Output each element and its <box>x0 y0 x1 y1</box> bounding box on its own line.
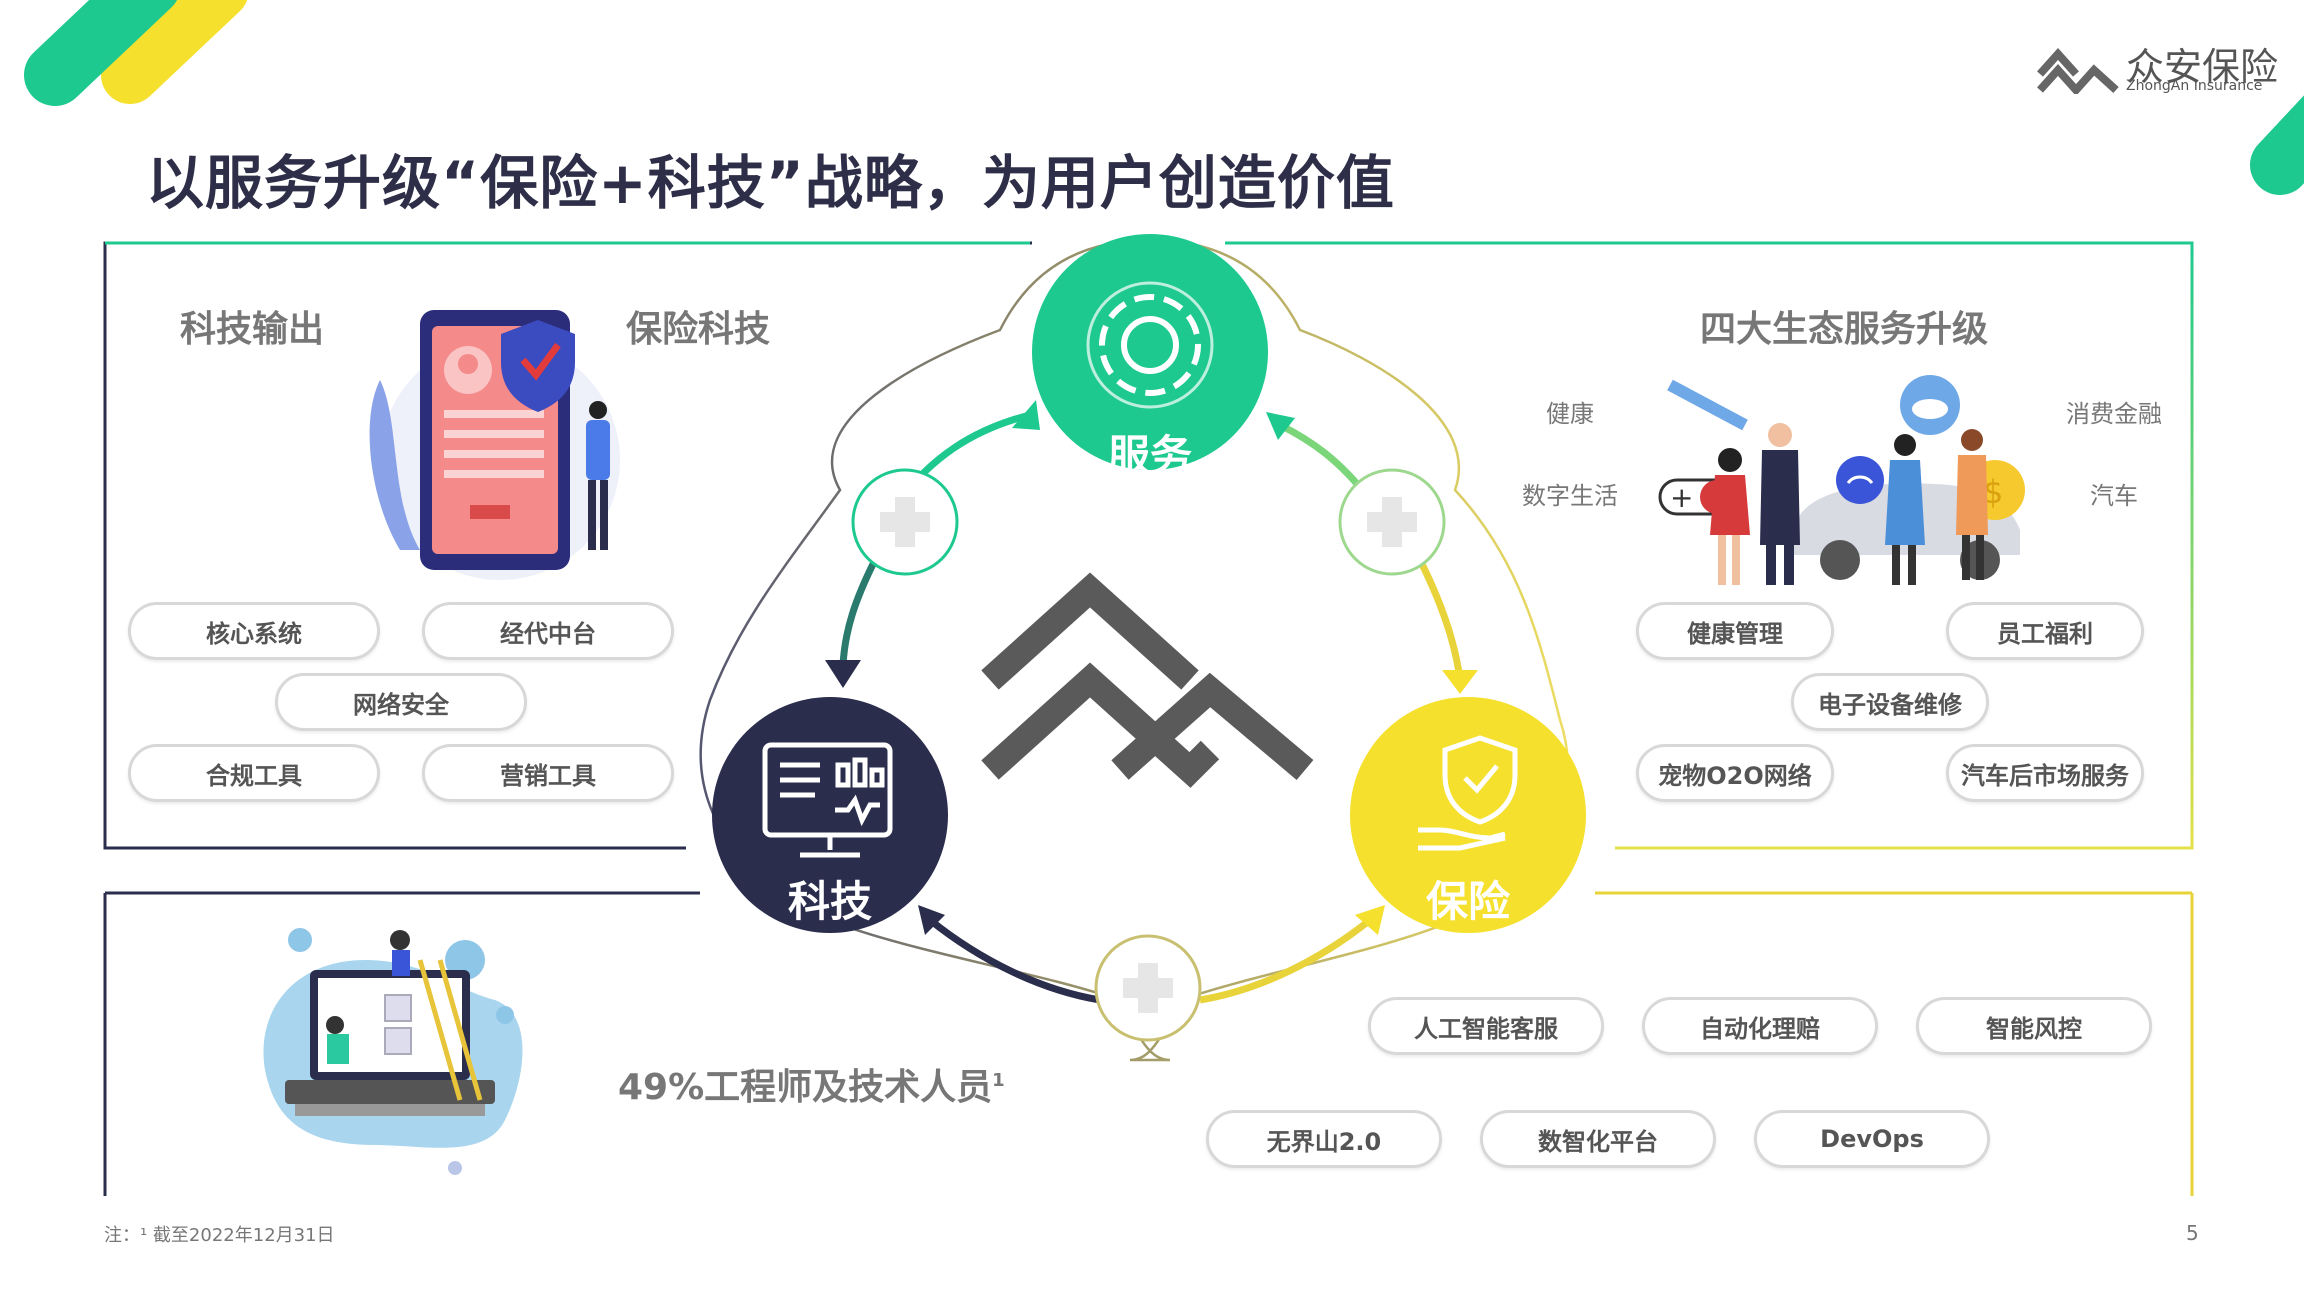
logo-subtitle: ZhongAn Insurance <box>2126 78 2263 94</box>
ecosystem-people-illustration: + $ <box>1658 375 2025 585</box>
pill-network-security: 网络安全 <box>275 673 527 731</box>
pill-auto-aftermarket: 汽车后市场服务 <box>1946 744 2144 802</box>
phone-shield-illustration <box>369 310 620 580</box>
eco-label-consumer-finance: 消费金融 <box>2066 400 2162 428</box>
pill-marketing-tools: 营销工具 <box>422 744 674 802</box>
footnote: 注：¹ 截至2022年12月31日 <box>104 1225 335 1246</box>
zhongan-logo-icon <box>2037 48 2119 94</box>
insurtech-label: 保险科技 <box>626 309 771 350</box>
pill-employee-benefits: 员工福利 <box>1946 602 2144 660</box>
pill-devops: DevOps <box>1754 1110 1990 1168</box>
footnote-marker: 1 <box>992 1070 1005 1091</box>
gear-icon <box>1086 281 1214 409</box>
pill-core-system: 核心系统 <box>128 602 380 660</box>
page-title: 以服务升级“保险+科技”战略，为用户创造价值 <box>146 149 1395 217</box>
engineer-laptop-illustration <box>263 928 523 1175</box>
tech-output-label: 科技输出 <box>180 309 325 350</box>
service-node <box>1032 234 1268 470</box>
pill-broker-platform: 经代中台 <box>422 602 674 660</box>
pill-health-management: 健康管理 <box>1636 602 1834 660</box>
eco-label-health: 健康 <box>1546 400 1594 428</box>
arrow-head <box>1012 400 1040 430</box>
service-node-label: 服务 <box>1107 431 1192 480</box>
svg-text:$: $ <box>1983 473 2003 511</box>
plus-icon <box>851 468 959 576</box>
logo-name: 众安保险 <box>2126 45 2279 89</box>
insurance-node-label: 保险 <box>1425 877 1510 926</box>
engineer-ratio-text: 49%工程师及技术人员 <box>618 1067 993 1108</box>
corner-decoration-right <box>2250 95 2304 195</box>
engineer-ratio-stat: 49%工程师及技术人员1 <box>618 1058 1005 1110</box>
pill-automated-claims: 自动化理赔 <box>1642 997 1878 1055</box>
plus-icon <box>1338 468 1446 576</box>
pill-risk-control: 智能风控 <box>1916 997 2152 1055</box>
eco-label-auto: 汽车 <box>2090 482 2138 510</box>
eco-label-digital-life: 数字生活 <box>1522 482 1618 510</box>
shield-hand-icon <box>1418 735 1518 851</box>
pill-wujieshan: 无界山2.0 <box>1206 1110 1442 1168</box>
pill-digital-platform: 数智化平台 <box>1480 1110 1716 1168</box>
svg-text:+: + <box>1670 481 1693 514</box>
pill-ai-customer-service: 人工智能客服 <box>1368 997 1604 1055</box>
eco-title: 四大生态服务升级 <box>1700 309 1989 350</box>
tech-node-label: 科技 <box>787 877 872 926</box>
plus-icon <box>1094 934 1202 1042</box>
page-number: 5 <box>2186 1221 2199 1245</box>
monitor-chart-icon <box>762 742 893 858</box>
center-logo-icon <box>981 572 1314 788</box>
pill-device-repair: 电子设备维修 <box>1791 673 1989 731</box>
pill-pet-o2o: 宠物O2O网络 <box>1636 744 1834 802</box>
corner-decoration <box>24 0 247 106</box>
pill-compliance-tools: 合规工具 <box>128 744 380 802</box>
